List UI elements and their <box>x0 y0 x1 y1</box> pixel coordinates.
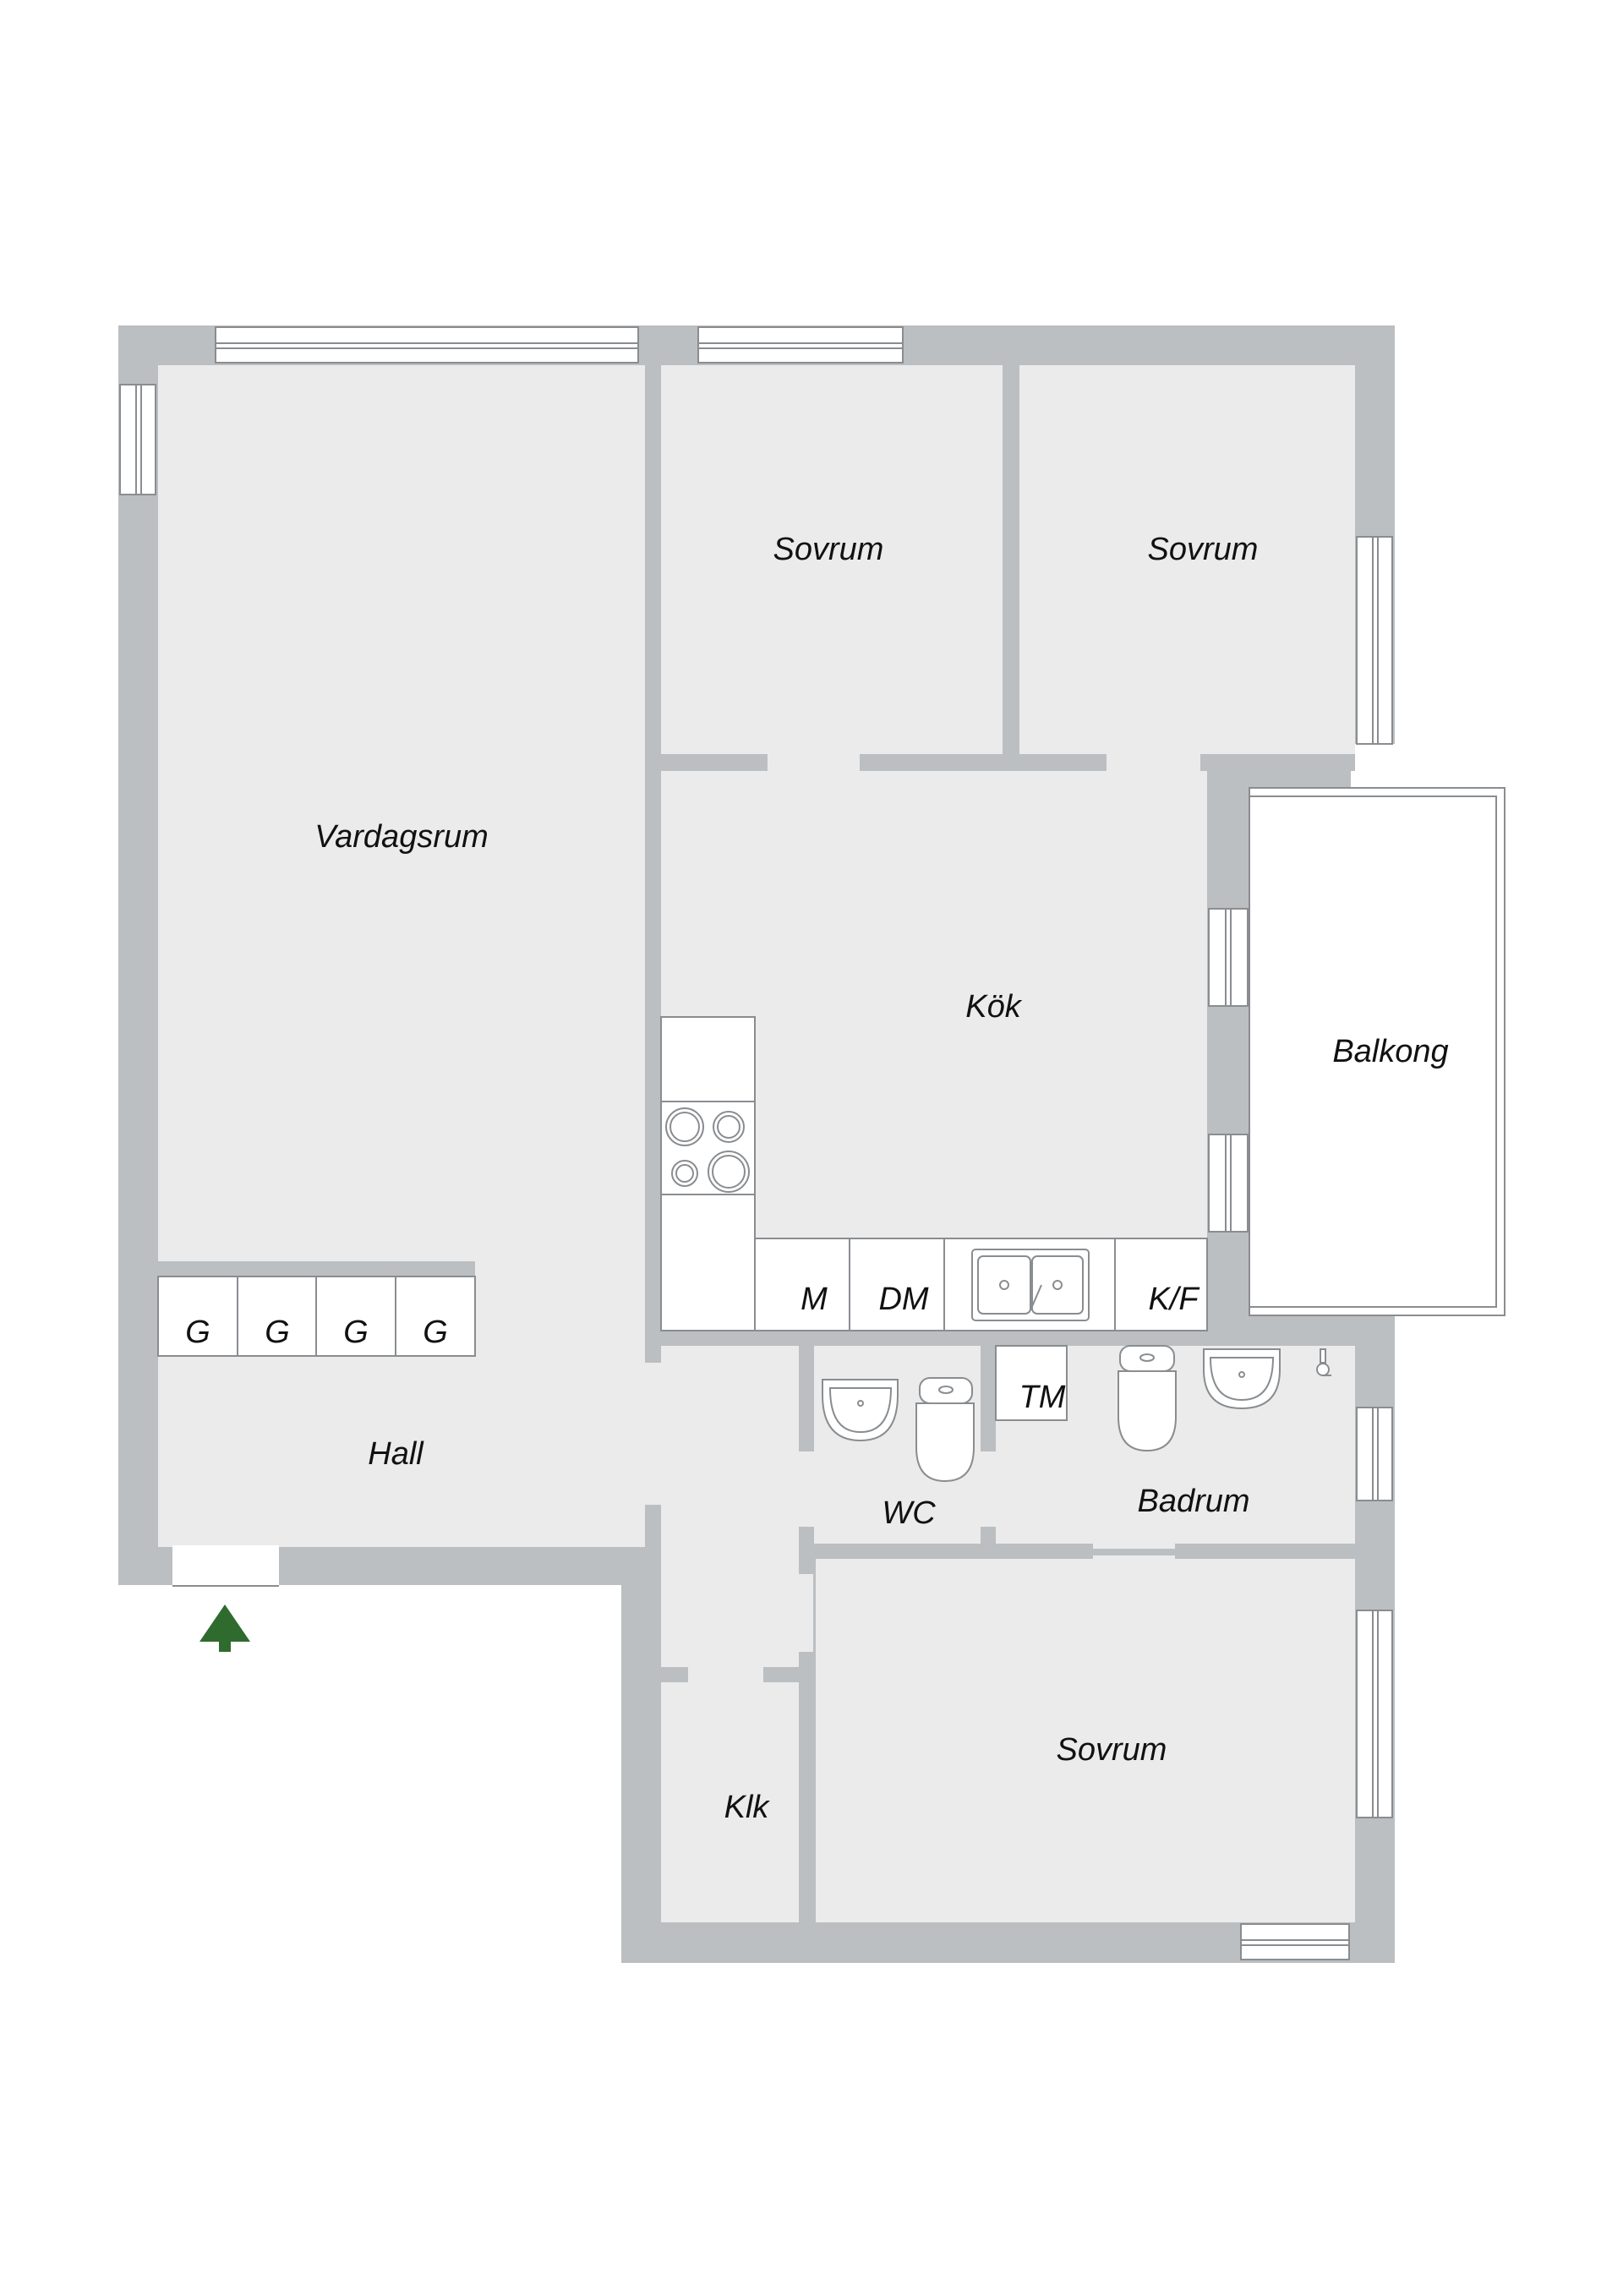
label-washing-machine: TM <box>1019 1380 1066 1415</box>
label-balkong: Balkong <box>1332 1034 1448 1069</box>
bath-fixtures <box>822 1345 1331 1483</box>
label-klk: Klk <box>724 1790 771 1825</box>
window-living-left <box>119 384 156 495</box>
label-badrum: Badrum <box>1137 1484 1249 1519</box>
counter-left-top <box>660 1016 756 1102</box>
balcony-inner <box>1249 795 1497 1308</box>
wardrobe-2 <box>237 1276 317 1357</box>
label-sovrum-2: Sovrum <box>1148 532 1259 567</box>
washbasin-icon <box>822 1379 899 1442</box>
window-bedroom1-top <box>697 326 904 364</box>
wall-klk-right <box>799 1652 816 1922</box>
room-labels: Vardagsrum Sovrum Sovrum Kök Balkong Hal… <box>314 532 1448 1825</box>
window-kitchen-2 <box>1208 1134 1249 1233</box>
wall-wc-bottom-stub <box>799 1527 814 1574</box>
wall-hall-right <box>645 1505 661 1584</box>
wardrobe-4 <box>395 1276 476 1357</box>
wall-bedroom1-bottom-left <box>661 754 768 771</box>
kitchen-fixtures <box>660 1016 1208 1331</box>
label-hall: Hall <box>368 1436 424 1472</box>
wall-balcony-top-pier <box>1207 754 1249 791</box>
toilet-icon <box>1118 1345 1177 1452</box>
wardrobe-1 <box>157 1276 238 1357</box>
wall-wardrobe-top <box>158 1261 475 1276</box>
toilet-icon <box>915 1377 975 1483</box>
wall-wc-right <box>981 1346 996 1451</box>
floors <box>158 365 1355 1922</box>
label-microwave: M <box>801 1282 828 1317</box>
label-fridge-freezer: K/F <box>1148 1282 1199 1317</box>
floor-sovrum-3 <box>816 1555 1355 1922</box>
window-bedroom3-bottom <box>1240 1923 1350 1960</box>
wall-bath-top <box>661 1331 1355 1346</box>
floor-sovrum-2 <box>1019 365 1355 754</box>
wall-wc-bottom-stub-2 <box>981 1527 996 1549</box>
wall-bedrooms-divider <box>1003 365 1019 756</box>
label-sovrum-3: Sovrum <box>1057 1732 1167 1768</box>
counter-left-bottom <box>660 1194 756 1331</box>
window-living-top <box>215 326 639 364</box>
floor-klk <box>661 1674 799 1922</box>
wall-living-kitchen-top <box>645 365 661 840</box>
balcony <box>1249 787 1506 1316</box>
fridge-freezer-cabinet <box>1114 1238 1208 1331</box>
label-wardrobe-4: G <box>423 1315 448 1350</box>
wall-kitchen-right <box>1207 791 1249 1346</box>
wall-living-kitchen-bottom <box>645 989 661 1363</box>
shower-tap-icon <box>1316 1348 1331 1376</box>
label-kok: Kök <box>965 989 1022 1025</box>
entrance-door-opening <box>172 1545 279 1588</box>
washbasin-icon <box>1203 1348 1281 1410</box>
window-bedroom3-right <box>1356 1610 1393 1818</box>
window-kitchen-1 <box>1208 908 1249 1007</box>
label-wardrobe-1: G <box>185 1315 210 1350</box>
label-wardrobe-2: G <box>265 1315 290 1350</box>
label-vardagsrum: Vardagsrum <box>314 819 489 855</box>
kitchen-sink-icon <box>971 1249 1090 1321</box>
wardrobes <box>157 1276 476 1357</box>
entrance-arrow-icon <box>199 1604 250 1652</box>
microwave-cabinet <box>754 1238 850 1331</box>
label-sovrum-1: Sovrum <box>773 532 884 567</box>
washing-machine <box>995 1345 1068 1421</box>
floor-corridor-down <box>661 1505 813 1674</box>
windows <box>119 326 1393 1960</box>
label-wc: WC <box>882 1495 936 1531</box>
floor-sovrum-1 <box>661 365 1003 754</box>
wall-bath-bottom <box>1175 1544 1355 1559</box>
label-dishwasher: DM <box>878 1282 928 1317</box>
wall-wc-left <box>799 1346 814 1451</box>
wall-wc-bottom <box>799 1544 1093 1559</box>
label-wardrobe-3: G <box>343 1315 369 1350</box>
window-bath-right <box>1356 1407 1393 1501</box>
wall-bedroom1-bottom-right <box>860 754 1107 771</box>
window-bedroom2-right <box>1356 536 1393 745</box>
fixture-labels: G G G G M DM K/F TM <box>185 1282 1199 1415</box>
wall-klk-top-left <box>661 1667 688 1682</box>
dishwasher-cabinet <box>849 1238 945 1331</box>
